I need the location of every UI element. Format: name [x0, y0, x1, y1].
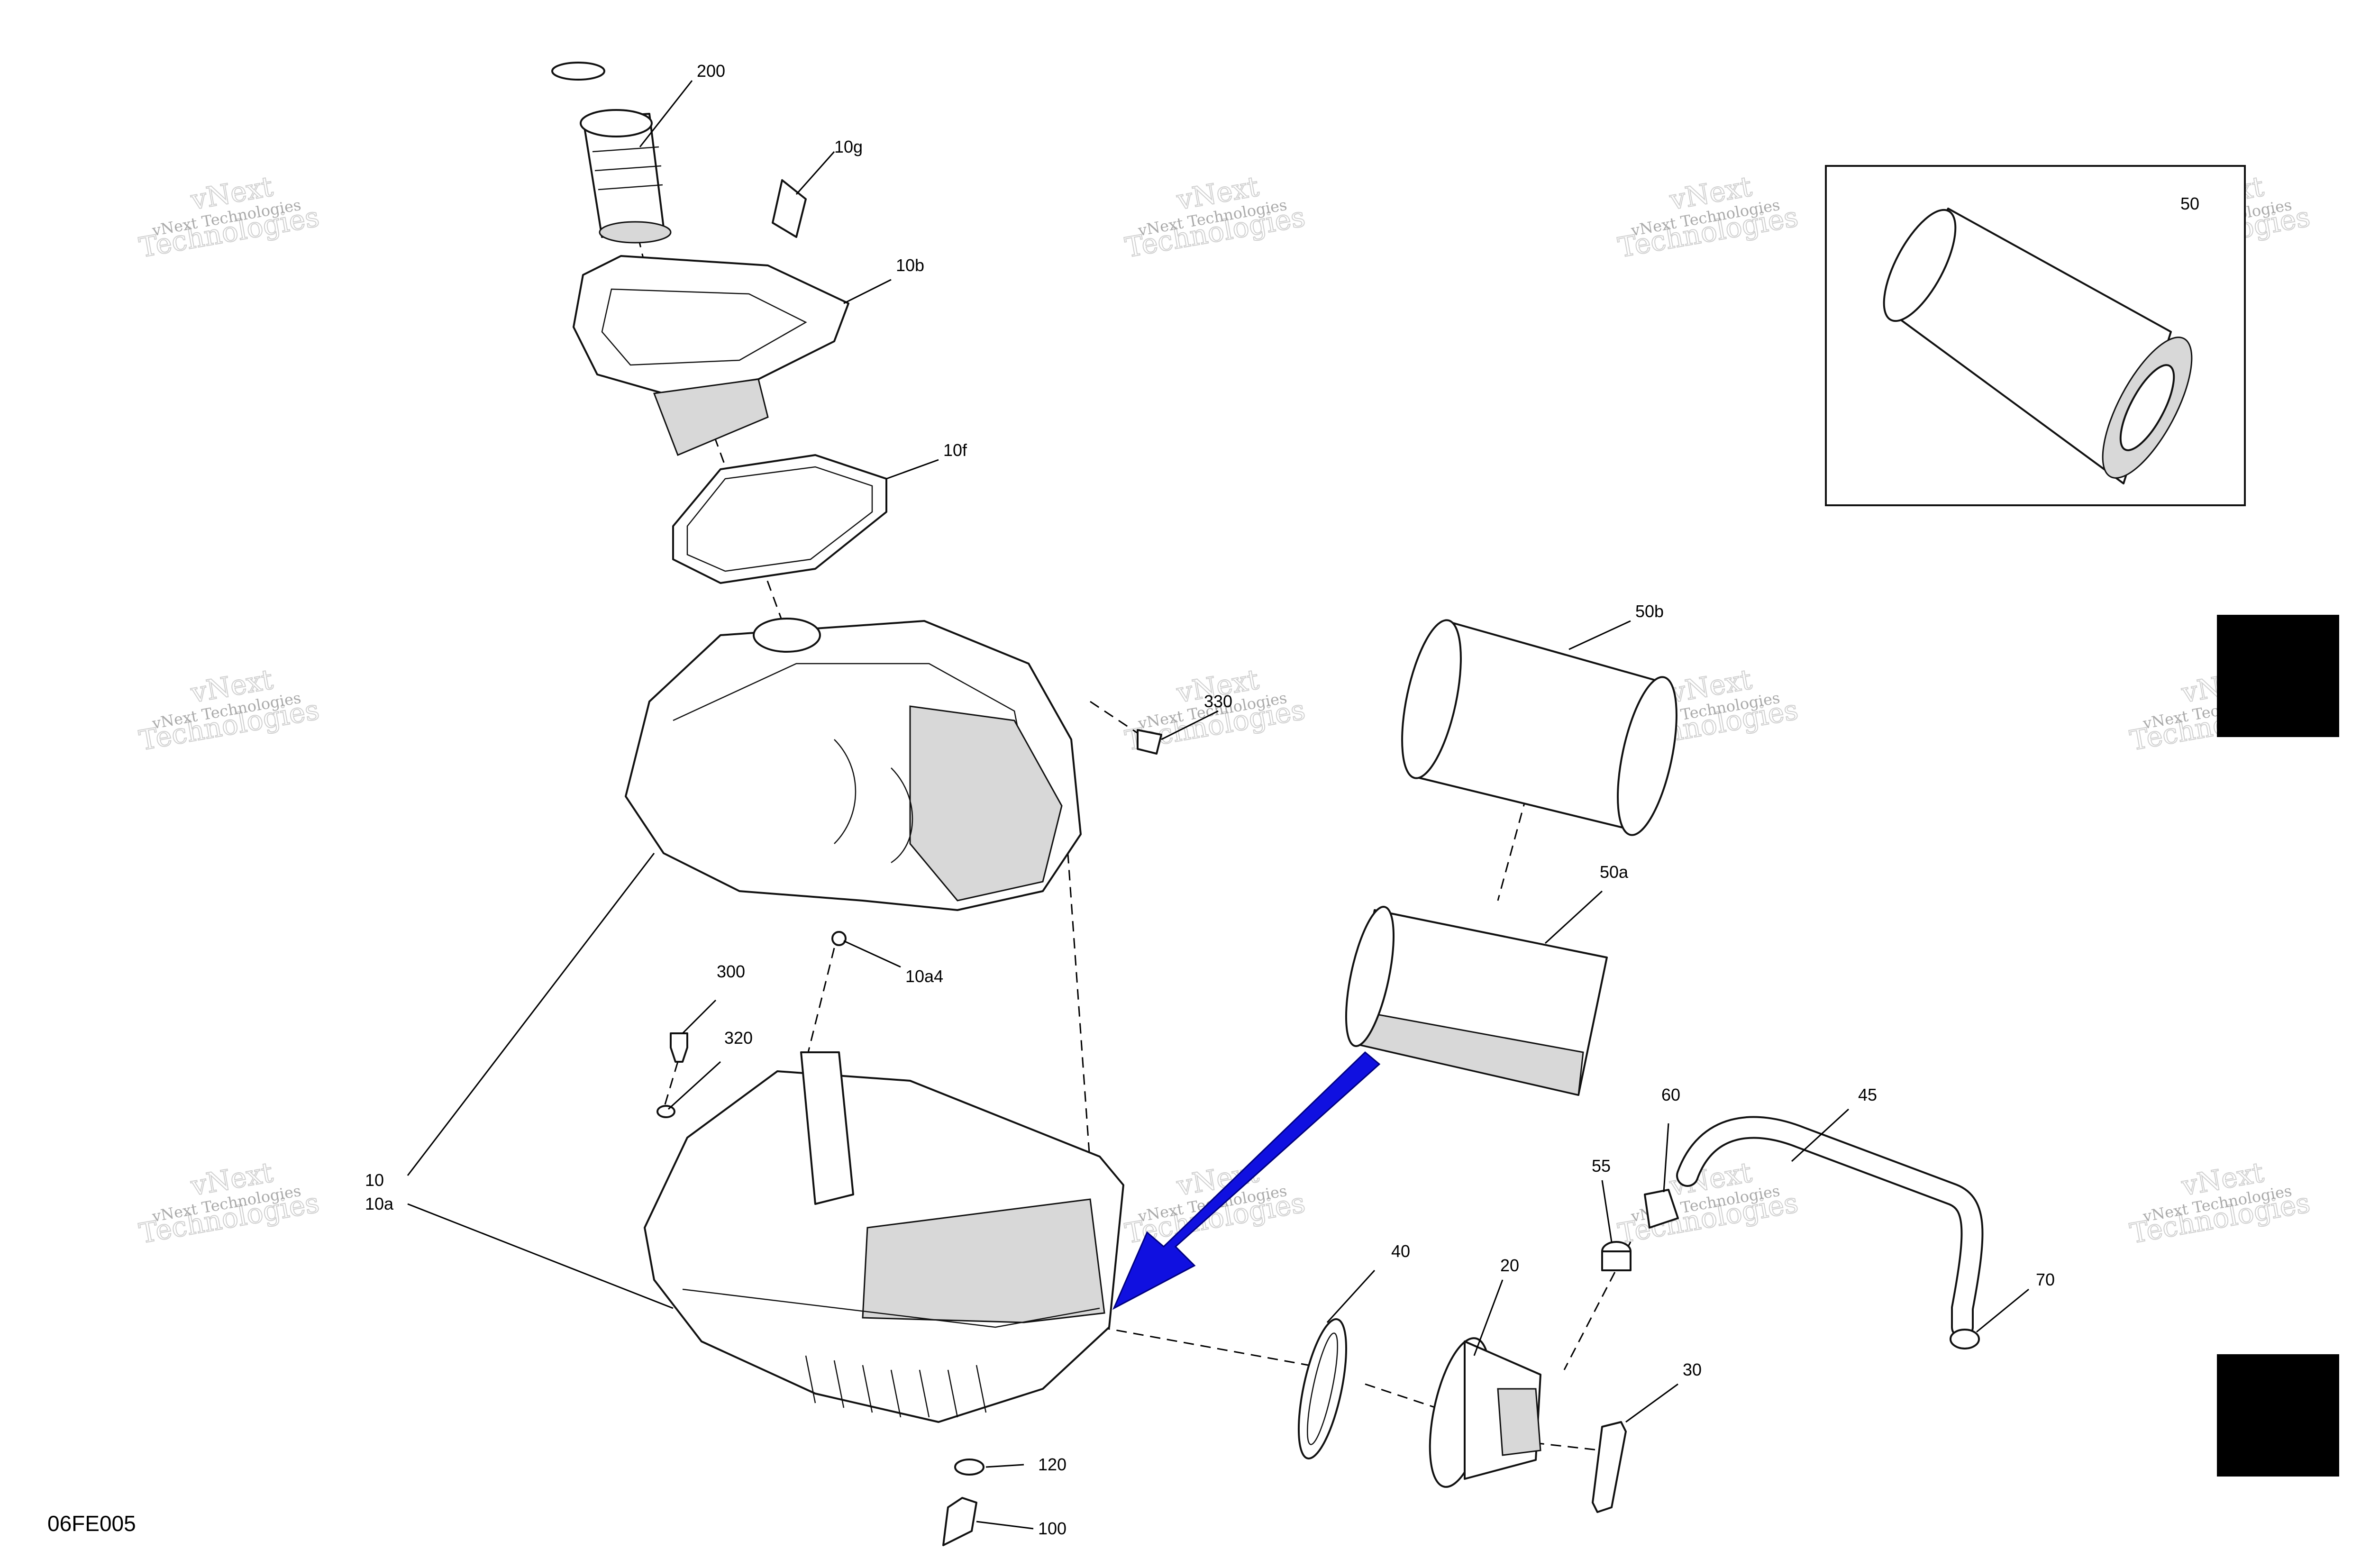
drain-valve-100	[942, 1497, 977, 1546]
fitting-55	[1601, 1241, 1632, 1271]
breather-hose-45	[1676, 1116, 1984, 1339]
airbox-upper-housing-10	[625, 618, 1082, 911]
fastener-330	[1137, 729, 1162, 755]
installation-direction-arrow	[1112, 1051, 1381, 1310]
callout-10f: 10f	[943, 440, 967, 460]
diagram-code: 06FE005	[47, 1511, 136, 1536]
callout-10a: 10a	[365, 1194, 394, 1213]
gasket-40	[1297, 1318, 1348, 1459]
callout-55: 55	[1592, 1156, 1611, 1176]
callout-10b: 10b	[896, 255, 924, 275]
filter-cover-10b	[573, 255, 849, 456]
callout-320: 320	[724, 1028, 753, 1048]
gasket-10f	[672, 454, 887, 584]
registration-block-bottom	[2217, 1354, 2339, 1477]
fastener-10a4	[831, 931, 847, 946]
callout-10: 10	[365, 1170, 384, 1190]
callout-330: 330	[1204, 692, 1232, 711]
callout-10a4: 10a4	[905, 966, 943, 986]
airbox-lower-10a	[644, 1051, 1124, 1423]
registration-blocks	[2217, 615, 2339, 1477]
callout-10g: 10g	[834, 137, 863, 156]
callout-50: 50	[2180, 194, 2199, 213]
leader-lines	[407, 80, 2029, 1530]
callout-45: 45	[1858, 1085, 1877, 1104]
intake-sleeve-200	[551, 62, 672, 244]
callout-50b: 50b	[1635, 602, 1664, 621]
callout-300: 300	[717, 962, 745, 981]
callout-200: 200	[697, 61, 725, 81]
clamp-120	[954, 1459, 984, 1476]
clamp-70	[1950, 1329, 1980, 1349]
callout-120: 120	[1038, 1455, 1066, 1474]
callout-50a: 50a	[1600, 862, 1629, 882]
callout-30: 30	[1683, 1360, 1702, 1379]
prefilter-sleeve-50b	[1401, 619, 1677, 836]
hose-clamp-30	[1592, 1421, 1627, 1513]
callout-70: 70	[2036, 1270, 2055, 1289]
bolt-300	[670, 1032, 688, 1063]
clamp-60	[1644, 1189, 1679, 1229]
callout-40: 40	[1391, 1241, 1410, 1261]
callout-60: 60	[1661, 1085, 1680, 1104]
filter-element-50a	[1345, 906, 1608, 1096]
washer-320	[656, 1105, 675, 1118]
callout-100: 100	[1038, 1519, 1066, 1538]
outlet-adapter-20	[1429, 1337, 1541, 1488]
filter-kit-inset-50	[1825, 165, 2246, 506]
registration-block-top	[2217, 615, 2339, 737]
callout-labels: 200 10g 10b 10f 330 10a4 300 320 10 10a …	[365, 61, 2199, 1538]
callout-20: 20	[1500, 1256, 1519, 1275]
